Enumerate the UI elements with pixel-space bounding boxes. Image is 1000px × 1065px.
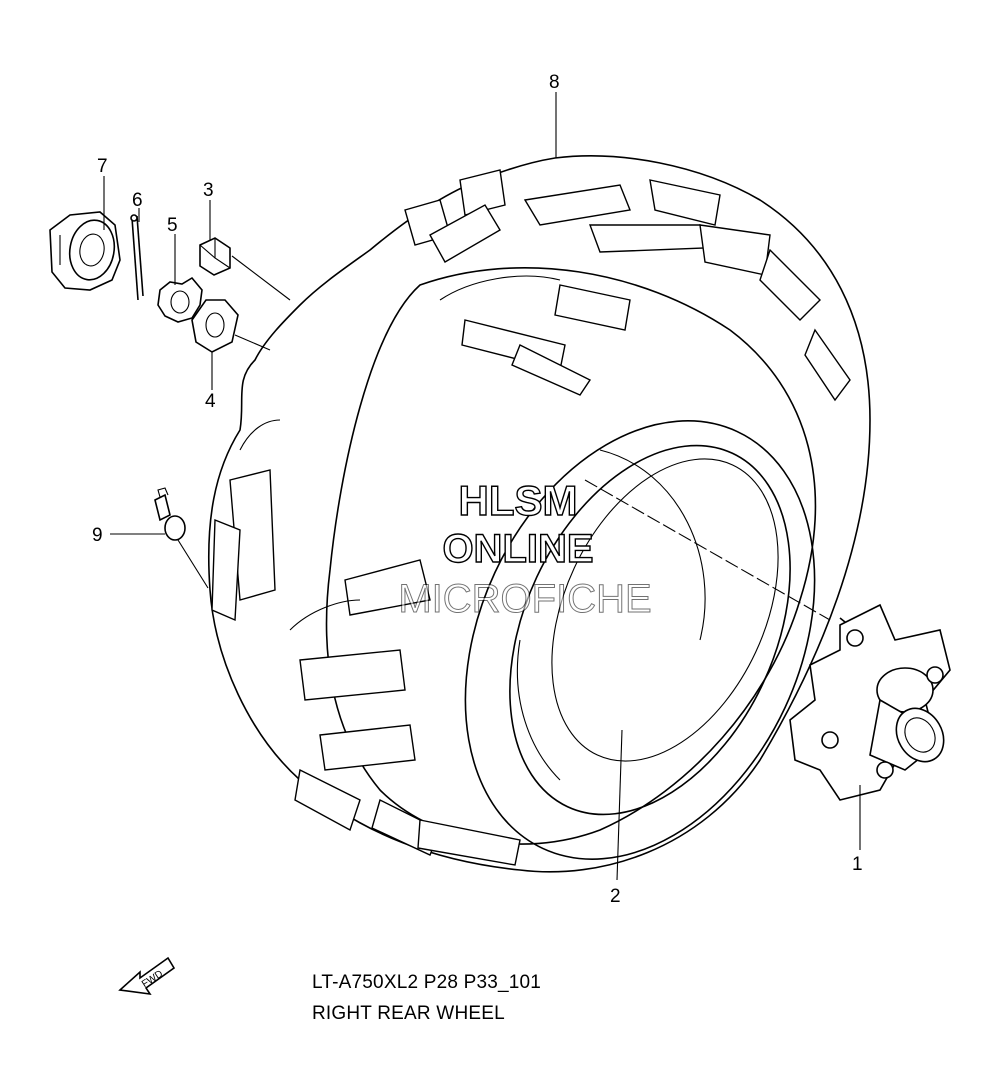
hub: [789, 603, 951, 801]
callout-1: 1: [852, 854, 863, 875]
callout-4: 4: [205, 391, 216, 412]
callout-8: 8: [549, 72, 560, 93]
watermark: HLSM ONLINE MICROFICHE: [398, 476, 652, 621]
callout-7: 7: [97, 156, 108, 177]
watermark-line-1: HLSM: [459, 477, 578, 524]
callout-6: 6: [132, 190, 143, 211]
cap: [49, 211, 121, 291]
callout-labels: 1 2 3 4 5 6 7 8 9: [92, 72, 863, 907]
callout-5: 5: [167, 215, 178, 236]
nut: [199, 237, 231, 276]
castle-nut: [157, 276, 203, 323]
watermark-line-2: ONLINE: [442, 527, 593, 571]
cotter-pin: [130, 214, 144, 301]
diagram-code: LT-A750XL2 P28 P33_101: [312, 972, 542, 993]
valve: [154, 487, 186, 541]
washer: [191, 299, 239, 353]
forward-arrow-icon: FWD: [118, 956, 176, 996]
leader-lines: [103, 92, 861, 881]
callout-3: 3: [203, 180, 214, 201]
callout-9: 9: [92, 525, 103, 546]
callout-2: 2: [610, 886, 621, 907]
tire: [207, 155, 871, 873]
diagram-title: RIGHT REAR WHEEL: [312, 1003, 505, 1024]
watermark-line-3: MICROFICHE: [398, 577, 651, 621]
